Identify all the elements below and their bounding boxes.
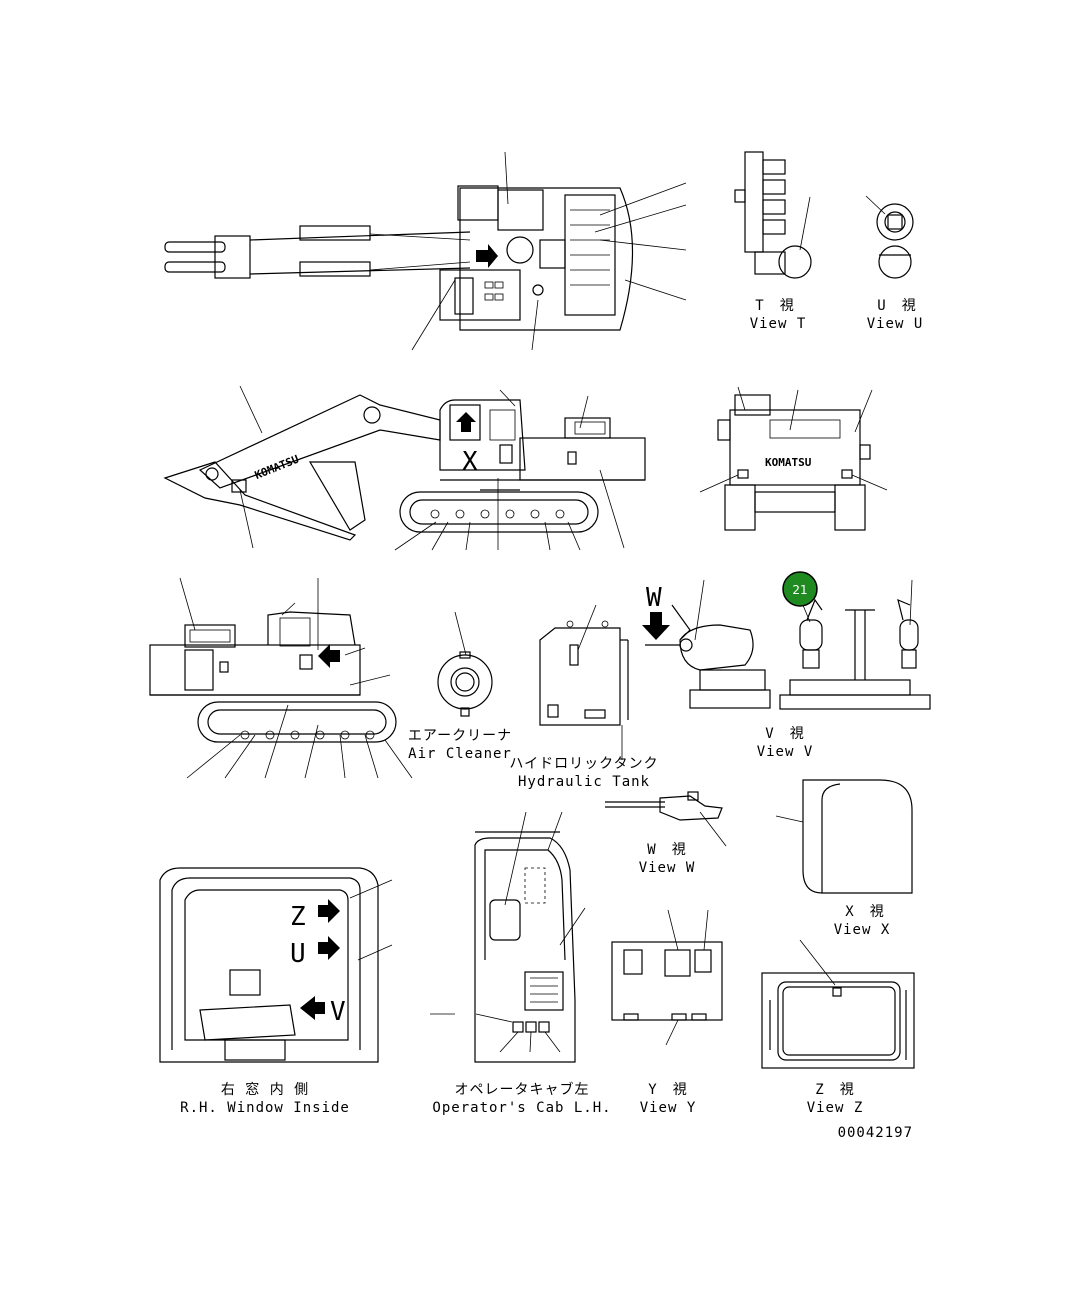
marker-w: W <box>646 583 662 613</box>
rh-window-inside-drawing: Z U V <box>159 867 393 1063</box>
view-t-drawing <box>734 151 812 279</box>
marker-v: V <box>330 997 346 1027</box>
view-y-jp-label: Y 視 <box>648 1082 687 1098</box>
hydraulic-tank-jp-label: ハイドロリックタンク <box>509 756 658 772</box>
view-y-drawing <box>611 909 723 1046</box>
rear-brand-text: KOMATSU <box>765 456 812 469</box>
rh-window-jp-label: 右 窓 内 側 <box>221 1081 309 1098</box>
boom-brand-text: KOMATSU <box>253 452 301 482</box>
callout-21: 21 <box>782 571 818 607</box>
view-v-drawing <box>779 579 931 710</box>
marker-u: U <box>290 939 306 969</box>
view-v-jp-label: V 視 <box>765 726 804 742</box>
air-cleaner-en-label: Air Cleaner <box>408 746 512 762</box>
air-cleaner-drawing <box>437 611 493 717</box>
air-cleaner-jp-label: エアークリーナ <box>408 728 512 744</box>
rear-view-drawing: KOMATSU <box>699 386 888 531</box>
view-w-en-label: View W <box>639 860 696 876</box>
view-w-jp-label: W 視 <box>647 842 686 858</box>
view-x-en-label: View X <box>834 922 891 938</box>
view-z-en-label: View Z <box>807 1100 864 1116</box>
view-u-en-label: View U <box>867 316 924 332</box>
view-v-en-label: View V <box>757 744 814 760</box>
side-view-lh-drawing: KOMATSU <box>163 385 646 551</box>
top-view-drawing <box>164 151 687 351</box>
marker-z: Z <box>290 902 306 932</box>
view-z-jp-label: Z 視 <box>815 1082 854 1098</box>
view-x-drawing <box>775 779 913 894</box>
operator-cab-jp-label: オペレータキャブ左 <box>455 1081 590 1098</box>
view-t-jp-label: T 視 <box>755 298 794 314</box>
view-x-jp-label: X 視 <box>845 904 884 920</box>
callout-circle <box>782 571 818 607</box>
marker-x-side: X <box>462 447 478 477</box>
operator-cab-lh-drawing <box>430 811 586 1063</box>
view-z-drawing <box>761 939 915 1069</box>
view-u-drawing <box>865 195 914 279</box>
hydraulic-tank-en-label: Hydraulic Tank <box>518 774 650 790</box>
hydraulic-tank-drawing <box>539 604 629 760</box>
callout-number: 21 <box>792 583 807 597</box>
view-u-jp-label: U 視 <box>877 298 916 314</box>
view-t-en-label: View T <box>750 316 807 332</box>
operator-cab-en-label: Operator's Cab L.H. <box>432 1100 611 1116</box>
rh-window-en-label: R.H. Window Inside <box>180 1100 350 1116</box>
view-y-en-label: View Y <box>640 1100 697 1116</box>
operator-seat-drawing: W <box>642 579 771 709</box>
drawing-number: 00042197 <box>838 1125 913 1141</box>
side-view-rh-drawing <box>149 577 413 779</box>
view-w-drawing <box>605 791 727 847</box>
